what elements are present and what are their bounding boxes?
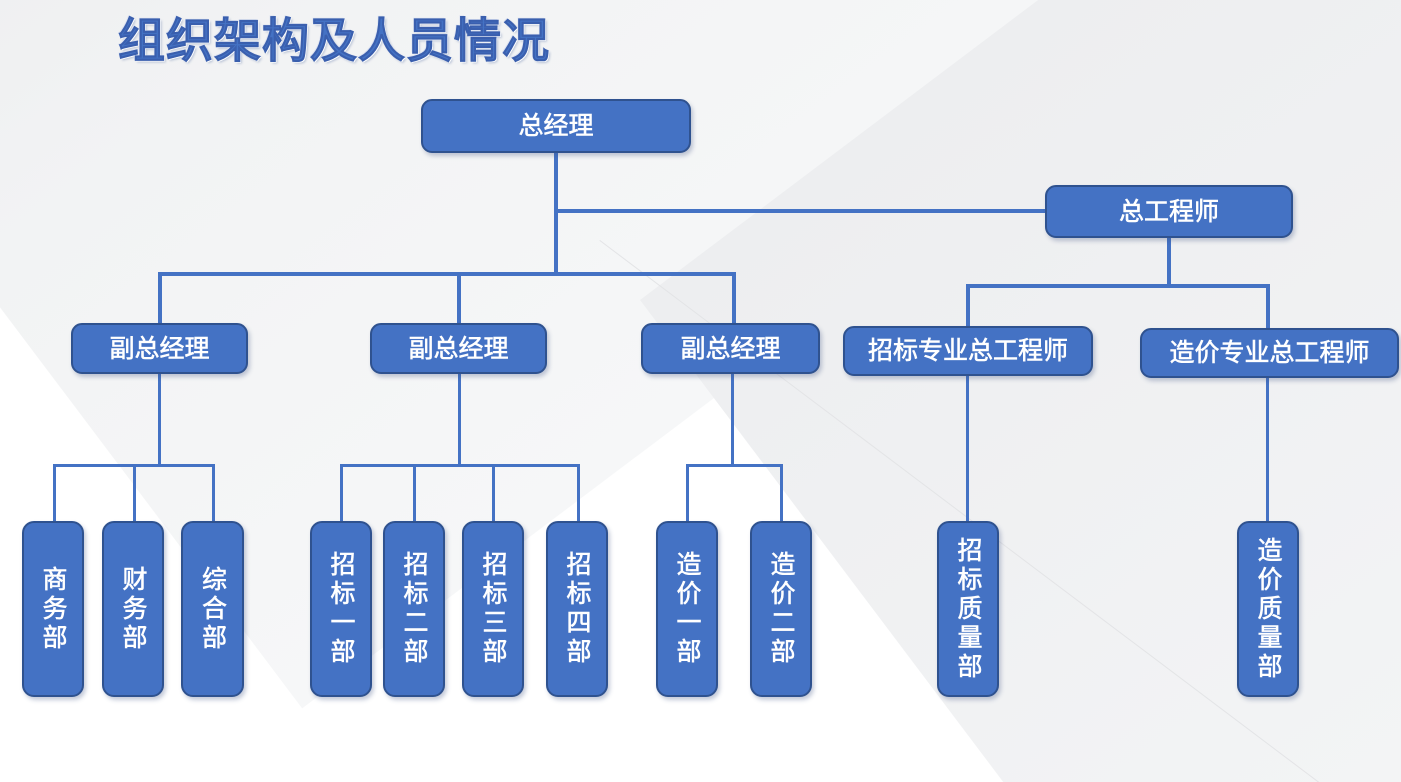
node-chief-engineer[interactable]: 总工程师 [1045,185,1293,238]
connector-to-cost1 [686,464,689,522]
connector-to-bid-chief [966,284,970,326]
connector-to-dgm2 [457,272,461,323]
node-cost-department-2[interactable]: 造价二部 [750,521,812,697]
node-label: 副总经理 [680,334,781,363]
node-bidding-department-4[interactable]: 招标四部 [546,521,608,697]
connector-bid-chief-to-qa [966,374,969,522]
node-general-affairs-department[interactable]: 综合部 [181,521,244,697]
node-label: 副总经理 [408,334,509,363]
connector-gm-bus [158,272,736,276]
node-label: 造价一部 [673,551,702,668]
node-label: 造价质量部 [1254,536,1283,682]
node-cost-department-1[interactable]: 造价一部 [656,521,718,697]
connector-gm-to-chief [554,209,1046,213]
node-label: 招标四部 [563,551,592,668]
node-bidding-chief-engineer[interactable]: 招标专业总工程师 [843,326,1093,376]
connector-to-bid4 [577,464,580,522]
node-bidding-department-3[interactable]: 招标三部 [462,521,524,697]
node-label: 财务部 [119,565,148,653]
node-label: 综合部 [198,565,227,653]
node-label: 招标一部 [327,551,356,668]
node-finance-department[interactable]: 财务部 [102,521,164,697]
connector-dgm2-bus [340,464,580,467]
node-deputy-general-manager-3[interactable]: 副总经理 [641,323,820,374]
connector-gm-trunk [554,152,558,276]
node-label: 造价专业总工程师 [1169,339,1370,368]
connector-to-dept-bus [53,464,56,522]
connector-chief-bus [966,284,1269,288]
background-diagonal-hairline [599,240,1401,782]
connector-to-cost2 [780,464,783,522]
connector-to-bid2 [413,464,416,522]
connector-cost-chief-to-qa [1266,378,1269,522]
connector-dgm1-trunk [158,374,161,466]
node-bidding-department-1[interactable]: 招标一部 [310,521,372,697]
node-deputy-general-manager-2[interactable]: 副总经理 [370,323,547,374]
connector-chief-trunk [1167,238,1171,286]
node-label: 总经理 [518,112,594,141]
node-label: 副总经理 [109,334,210,363]
node-bidding-department-2[interactable]: 招标二部 [383,521,445,697]
node-cost-quality-department[interactable]: 造价质量部 [1237,521,1299,697]
node-business-department[interactable]: 商务部 [22,521,84,697]
node-label: 造价二部 [767,551,796,668]
connector-dgm3-bus [686,464,783,467]
node-label: 招标专业总工程师 [867,337,1069,366]
page-title: 组织架构及人员情况 [118,14,550,68]
connector-dgm2-trunk [458,374,461,466]
connector-to-bid1 [340,464,343,522]
node-deputy-general-manager-1[interactable]: 副总经理 [71,323,248,374]
connector-to-dgm3 [732,272,736,323]
connector-dgm3-trunk [731,374,734,466]
connector-to-cost-chief [1266,284,1270,328]
connector-to-dgm1 [158,272,162,323]
node-label: 总工程师 [1118,197,1220,226]
connector-to-dept-gen [212,464,215,522]
node-general-manager[interactable]: 总经理 [421,99,691,153]
node-cost-chief-engineer[interactable]: 造价专业总工程师 [1140,328,1399,378]
connector-to-dept-fin [133,464,136,522]
node-label: 商务部 [39,565,68,653]
connector-to-bid3 [492,464,495,522]
node-label: 招标质量部 [954,536,983,682]
node-bidding-quality-department[interactable]: 招标质量部 [937,521,999,697]
node-label: 招标二部 [400,551,429,668]
node-label: 招标三部 [479,551,508,668]
